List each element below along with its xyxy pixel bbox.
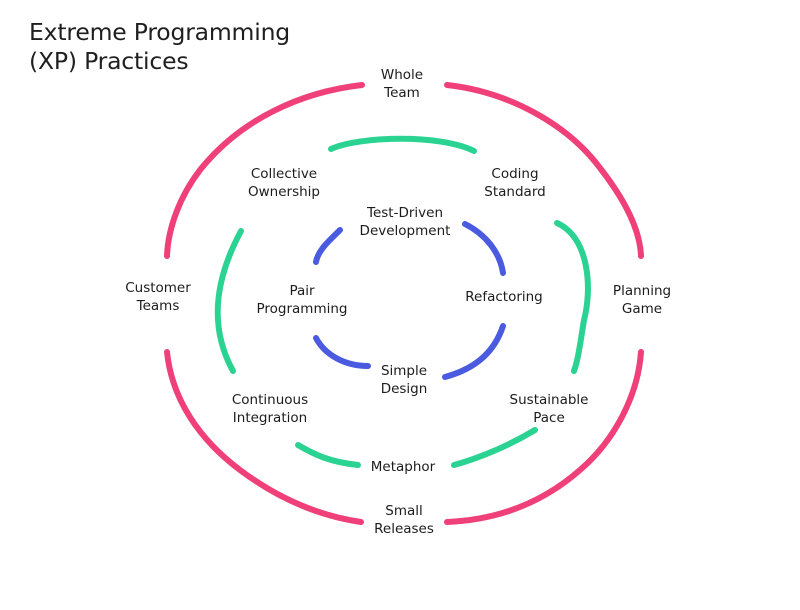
title-line-1: Extreme Programming (29, 18, 290, 46)
practice-planning-game: Planning Game (612, 283, 672, 317)
practice-sustainable-pace: Sustainable Pace (509, 392, 589, 426)
practice-customer-teams: Customer Teams (125, 280, 191, 314)
middle-arc-right (554, 220, 591, 374)
practice-coding-standard: Coding Standard (484, 166, 546, 200)
middle-arc-bottom-left (295, 442, 361, 468)
middle-arc-bottom-right (451, 427, 538, 468)
middle-arc-left (214, 228, 244, 374)
outer-arc-top-right (444, 82, 644, 259)
title-line-2: (XP) Practices (29, 47, 189, 75)
practice-test-driven-development: Test-Driven Development (359, 205, 451, 239)
inner-arc-top-left (313, 227, 343, 265)
outer-arc-top-left (164, 82, 365, 259)
practice-small-releases: Small Releases (374, 503, 434, 537)
practice-collective-ownership: Collective Ownership (248, 166, 320, 200)
middle-ring (214, 135, 591, 468)
inner-arc-bottom-right (442, 323, 506, 380)
practice-refactoring: Refactoring (465, 289, 543, 305)
practice-simple-design: Simple Design (380, 363, 428, 397)
outer-arc-bottom-left (164, 349, 364, 525)
outer-ring (164, 82, 644, 525)
inner-arc-top-right (462, 221, 506, 276)
outer-arc-bottom-right (444, 349, 644, 525)
practice-whole-team: Whole Team (380, 67, 424, 101)
practice-metaphor: Metaphor (370, 459, 436, 475)
practice-continuous-integration: Continuous Integration (231, 392, 309, 426)
practice-pair-programming: Pair Programming (256, 283, 348, 317)
inner-arc-bottom-left (313, 335, 371, 369)
middle-arc-top (328, 135, 477, 154)
diagram-title: Extreme Programming (XP) Practices (29, 18, 290, 76)
inner-ring (313, 221, 506, 380)
